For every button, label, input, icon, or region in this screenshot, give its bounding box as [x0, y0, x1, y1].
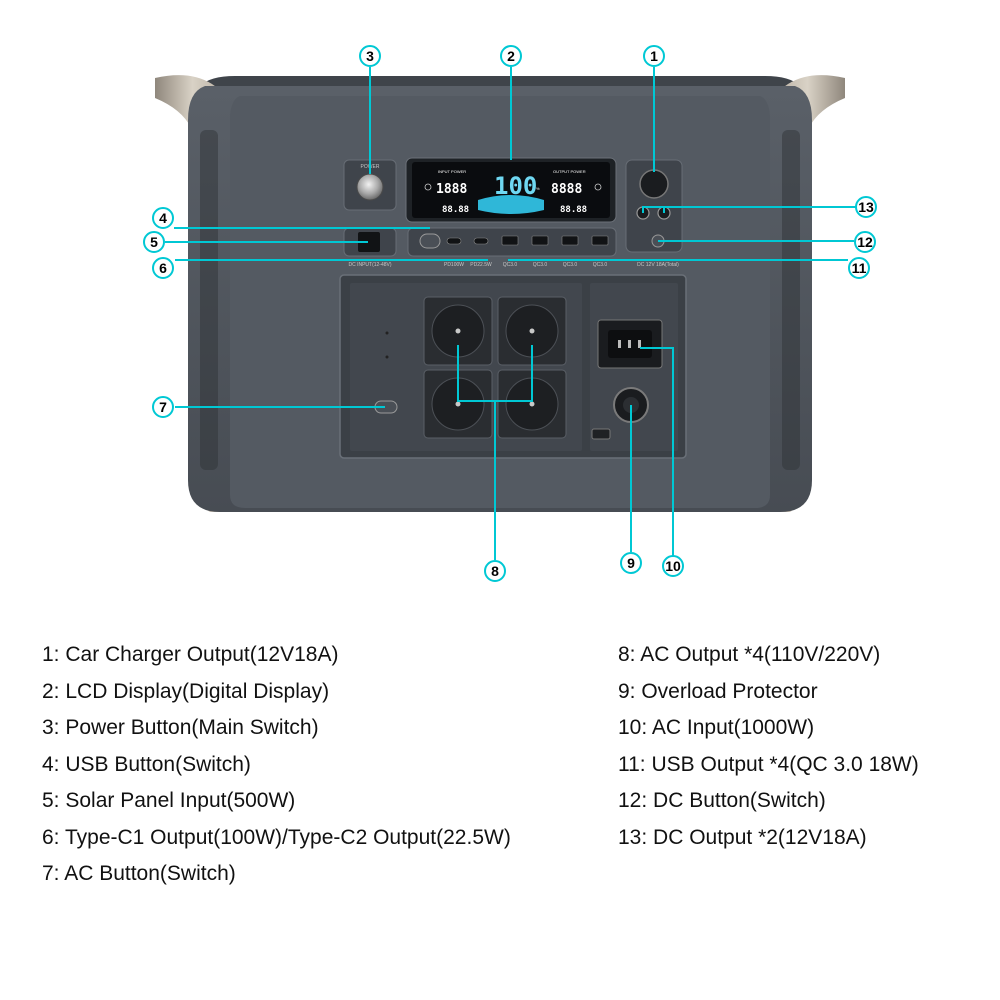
ac-socket-pin-4	[529, 401, 535, 407]
dc-output-label: DC 12V 18A(Total)	[637, 262, 679, 268]
callout-10: 10	[662, 555, 684, 577]
lcd-output-power-label: OUTPUT POWER	[553, 169, 586, 174]
legend-item-11: 11: USB Output *4(QC 3.0 18W)	[618, 752, 919, 776]
svg-text:9: 9	[627, 555, 635, 571]
callout-8: 8	[484, 560, 506, 582]
legend-item-4: 4: USB Button(Switch)	[42, 752, 251, 776]
pd225w-label: PD22.5W	[470, 262, 492, 268]
car-charger-socket[interactable]	[639, 169, 669, 199]
qc-port-1[interactable]	[501, 235, 519, 246]
lcd-output-value: 8888	[551, 182, 582, 197]
ac-input-pin-2	[628, 340, 631, 348]
ac-sockets	[423, 296, 567, 439]
callout-7: 7	[152, 396, 174, 418]
callout-11: 11	[848, 257, 870, 279]
svg-text:8: 8	[491, 563, 499, 579]
qc-label-3: QC3.0	[563, 262, 578, 268]
qc-label-1: QC3.0	[503, 262, 518, 268]
legend-item-6: 6: Type-C1 Output(100W)/Type-C2 Output(2…	[42, 825, 511, 849]
panel-latch	[591, 428, 611, 440]
svg-text:3: 3	[366, 48, 374, 64]
svg-text:2: 2	[507, 48, 515, 64]
lcd-percent-sign: %	[536, 186, 540, 191]
power-station-diagram: POWER INPUT POWER OUTPUT POWER 1888 8888…	[143, 45, 877, 582]
lcd-input-value: 1888	[436, 182, 467, 197]
panel-dot-1	[385, 331, 389, 335]
pd100w-label: PD100W	[444, 262, 464, 268]
legend-item-1: 1: Car Charger Output(12V18A)	[42, 643, 339, 666]
lcd-left-icon	[424, 183, 432, 191]
callout-9: 9	[620, 552, 642, 574]
qc-port-3[interactable]	[561, 235, 579, 246]
legend-item-10: 10: AC Input(1000W)	[618, 716, 815, 739]
legend-item-12: 12: DC Button(Switch)	[618, 789, 826, 812]
callout-4: 4	[152, 207, 174, 229]
qc-label-2: QC3.0	[533, 262, 548, 268]
lcd-input-power-label: INPUT POWER	[438, 169, 466, 174]
callout-2: 2	[500, 45, 522, 67]
svg-text:11: 11	[852, 260, 867, 276]
svg-text:7: 7	[159, 399, 167, 415]
type-c2-port[interactable]	[473, 237, 489, 245]
lcd-battery-ring	[478, 195, 544, 214]
callout-1: 1	[643, 45, 665, 67]
solar-input-port[interactable]	[358, 232, 380, 252]
svg-text:13: 13	[858, 199, 874, 215]
lcd-screen	[412, 162, 610, 218]
legend-right: 8: AC Output *4(110V/220V) 9: Overload P…	[618, 637, 919, 856]
lcd-left-time: 88.88	[442, 205, 469, 215]
legend-item-3: 3: Power Button(Main Switch)	[42, 716, 319, 739]
leader-13	[642, 206, 856, 213]
ac-socket-pin-1	[455, 328, 461, 334]
lcd-right-icon	[594, 183, 602, 191]
qc-label-4: QC3.0	[593, 262, 608, 268]
lcd-right-time: 88.88	[560, 205, 587, 215]
leader-10	[640, 347, 674, 556]
callout-12: 12	[854, 231, 876, 253]
legend-item-5: 5: Solar Panel Input(500W)	[42, 789, 296, 812]
callouts: 1 2 3 4 5 6 7 8 9 10 11 12 13	[143, 45, 877, 582]
ac-input-pin-1	[618, 340, 621, 348]
svg-text:5: 5	[150, 234, 158, 250]
left-side-strip	[200, 130, 218, 470]
right-side-strip	[782, 130, 800, 470]
qc-port-2[interactable]	[531, 235, 549, 246]
top-rim	[200, 76, 800, 86]
callout-5: 5	[143, 231, 165, 253]
legend-item-8: 8: AC Output *4(110V/220V)	[618, 643, 881, 666]
power-button[interactable]	[356, 173, 384, 201]
ac-input-pin-3	[638, 340, 641, 348]
callout-13: 13	[855, 196, 877, 218]
ac-socket-pin-3	[455, 401, 461, 407]
legend-item-13: 13: DC Output *2(12V18A)	[618, 825, 867, 849]
panel-dot-2	[385, 355, 389, 359]
legend-item-7: 7: AC Button(Switch)	[42, 862, 236, 885]
legend-left: 1: Car Charger Output(12V18A) 2: LCD Dis…	[42, 637, 511, 893]
legend-item-2: 2: LCD Display(Digital Display)	[42, 679, 330, 703]
ac-socket-pin-2	[529, 328, 535, 334]
legend-item-9: 9: Overload Protector	[618, 679, 818, 703]
dc-input-label: DC INPUT(12-48V)	[348, 262, 391, 268]
leader-lines	[165, 67, 856, 560]
svg-text:12: 12	[857, 234, 873, 250]
qc-port-4[interactable]	[591, 235, 609, 246]
type-c1-port[interactable]	[446, 237, 462, 245]
svg-text:1: 1	[650, 48, 658, 64]
usb-button[interactable]	[419, 233, 441, 249]
callout-3: 3	[359, 45, 381, 67]
callout-6: 6	[152, 257, 174, 279]
svg-text:10: 10	[665, 558, 681, 574]
svg-text:4: 4	[159, 210, 167, 226]
svg-text:6: 6	[159, 260, 167, 276]
